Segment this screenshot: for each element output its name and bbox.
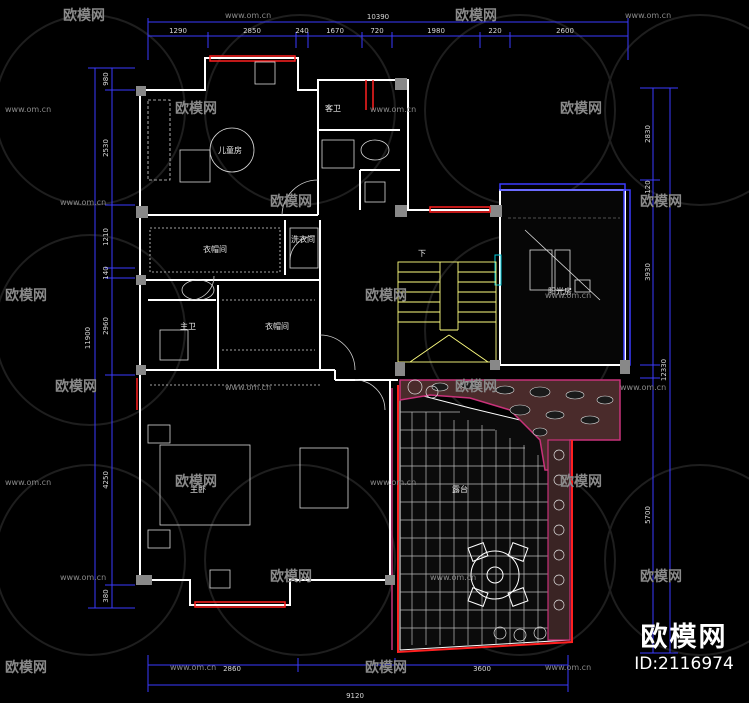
top-dim-2: 2850 [243, 27, 261, 35]
child-room-label: 儿童房 [218, 145, 242, 155]
brand-name: 欧模网 [640, 622, 728, 653]
bottom-total-dim: 9120 [346, 692, 364, 700]
top-dim-8: 2600 [556, 27, 574, 35]
top-dim-1: 1290 [169, 27, 187, 35]
sunroom-furniture [524, 229, 601, 301]
watermark-brand: 欧模网 [175, 100, 217, 117]
watermark-brand: 欧模网 [365, 659, 407, 676]
left-dim-4: 140 [102, 266, 110, 279]
structural-columns [136, 78, 630, 585]
sunroom-label: 阳光房 [548, 286, 572, 296]
watermark-url: www.om.cn [225, 11, 271, 20]
watermark-url: www.om.cn [60, 198, 106, 207]
guest-bath-label: 客卫 [325, 103, 341, 113]
top-dim-6: 1980 [427, 27, 445, 35]
brand-badge: 欧模网 ID:2116974 [622, 622, 746, 674]
watermark-brand: 欧模网 [175, 473, 217, 490]
watermark-brand: 欧模网 [270, 568, 312, 585]
watermark-url: www.om.cn [620, 383, 666, 392]
right-dim-2: 3930 [644, 263, 652, 281]
watermark-brand: 欧模网 [5, 287, 47, 304]
stair-down-label: 下 [418, 249, 426, 258]
terrace-tiles [400, 411, 550, 645]
watermark-url: www.om.cn [625, 11, 671, 20]
bottom-dim-1: 2860 [223, 665, 241, 673]
watermark-url: www.om.cn [370, 478, 416, 487]
terrace-label: 露台 [452, 484, 468, 494]
top-dim-7: 220 [488, 27, 501, 35]
left-dim-7: 380 [102, 589, 110, 602]
bottom-dim-2: 3600 [473, 665, 491, 673]
windows [136, 55, 491, 608]
watermark-url: www.om.cn [430, 573, 476, 582]
watermark-url: www.om.cn [225, 383, 271, 392]
master-bath-label: 主卫 [180, 321, 196, 331]
left-dim-2: 2530 [102, 139, 110, 157]
right-dim-3: 120 [644, 180, 652, 193]
watermark-url: www.om.cn [545, 291, 591, 300]
watermark-url: www.om.cn [170, 663, 216, 672]
right-dim-4: 5700 [644, 506, 652, 524]
watermark-brand: 欧模网 [55, 378, 97, 395]
room-labels: 儿童房 客卫 衣帽间 洗衣间 主卫 衣帽间 主卧 阳光房 露台 下 [180, 103, 572, 494]
right-total-dim: 12330 [660, 359, 668, 381]
furniture [147, 61, 390, 589]
model-id: ID:2116974 [634, 654, 734, 674]
left-dim-1: 980 [102, 72, 110, 85]
planter-shrubs [407, 379, 565, 642]
top-dim-3: 240 [295, 27, 308, 35]
laundry-room-label: 洗衣间 [291, 234, 315, 244]
terrace [391, 379, 621, 654]
watermark-url: www.om.cn [5, 105, 51, 114]
watermark-brand: 欧模网 [365, 287, 407, 304]
left-dim-3: 1210 [102, 228, 110, 246]
watermark-brand: 欧模网 [640, 568, 682, 585]
watermark-url: www.om.cn [5, 478, 51, 487]
sunroom [494, 183, 631, 366]
watermark-brand: 欧模网 [455, 378, 497, 395]
dress-room-label: 衣帽间 [203, 244, 227, 254]
watermark-brand: 欧模网 [560, 100, 602, 117]
watermark-url: www.om.cn [60, 573, 106, 582]
right-dim-1: 2830 [644, 125, 652, 143]
outdoor-table-set [467, 542, 529, 607]
left-total-dim: 11900 [84, 327, 92, 349]
watermark-brand: 欧模网 [63, 7, 105, 24]
closet-label: 衣帽间 [265, 321, 289, 331]
watermark-brand: 欧模网 [640, 193, 682, 210]
stair [397, 261, 497, 363]
top-total-dim: 10390 [367, 13, 389, 21]
garden-stones [431, 380, 614, 437]
watermark-brand: 欧模网 [560, 473, 602, 490]
watermark-brand: 欧模网 [270, 193, 312, 210]
left-dim-6: 4250 [102, 471, 110, 489]
dimension-labels: 10390 1290 2850 240 1670 720 1980 220 26… [84, 13, 668, 700]
watermark-brand: 欧模网 [5, 659, 47, 676]
top-dim-5: 720 [370, 27, 383, 35]
watermark-brand: 欧模网 [455, 7, 497, 24]
left-dim-5: 2960 [102, 317, 110, 335]
dimension-lines [88, 18, 678, 692]
watermark-url: www.om.cn [545, 663, 591, 672]
top-dim-4: 1670 [326, 27, 344, 35]
master-bedroom-label: 主卧 [190, 484, 206, 494]
watermark-url: www.om.cn [370, 105, 416, 114]
watermarks: 欧模网 www.om.cn 欧模网 www.om.cn www.om.cn 欧模… [5, 7, 682, 676]
